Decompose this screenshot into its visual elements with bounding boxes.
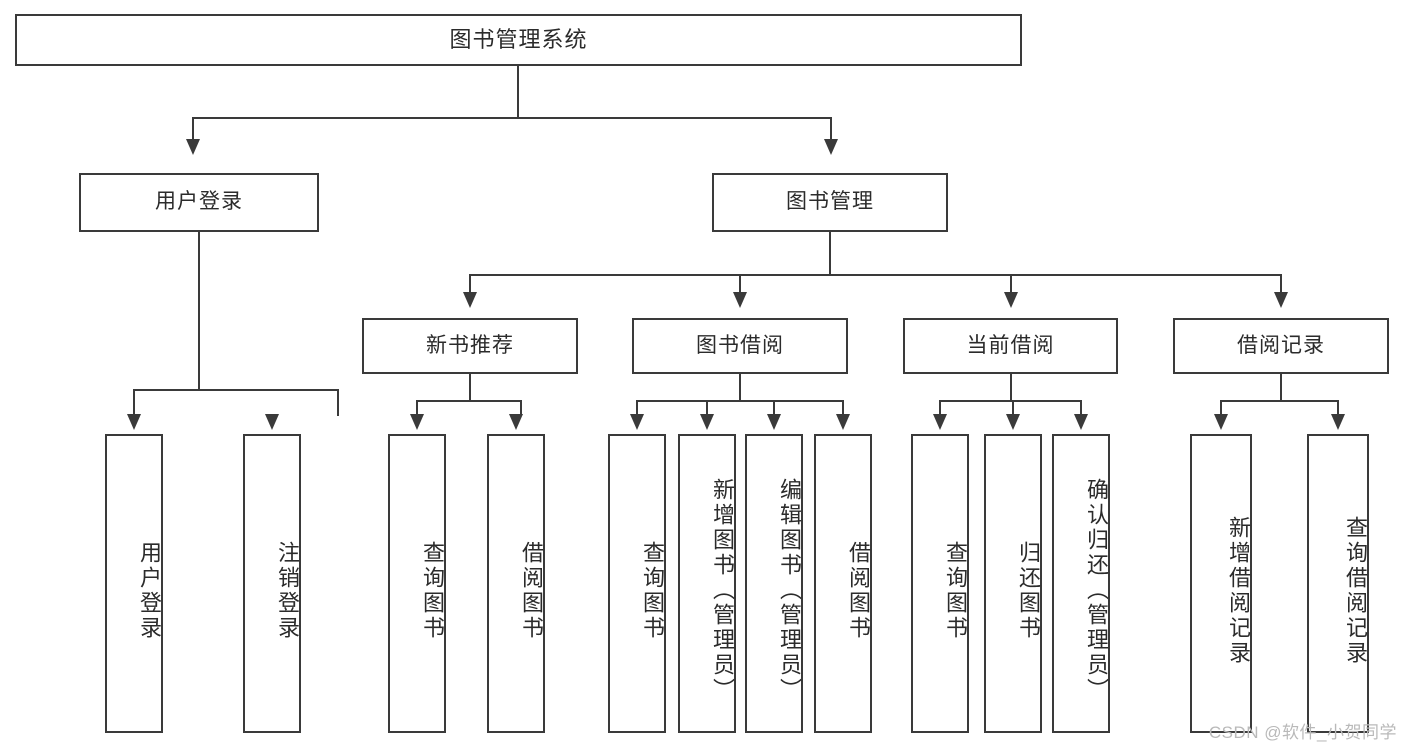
connector-borrow-drop-3 [773,400,775,416]
node-label: 新增图书（管理员） [710,478,735,703]
arrow-to-leaf-logout [265,414,279,430]
arrow-to-leaf-add-book [700,414,714,430]
connector-borrow-drop-4 [842,400,844,416]
connector-user-login-bus [133,389,339,391]
connector-book-management-stem [829,232,831,274]
node-label: 用户登录 [155,190,243,214]
node-label: 用户登录 [137,540,162,641]
arrow-to-current-borrow [1004,292,1018,308]
connector-borrow-bus [636,400,843,402]
arrow-to-book-management [824,139,838,155]
node-user-login[interactable]: 用户登录 [79,173,319,232]
node-leaf-query-book-recommend[interactable]: 查询图书 [388,434,446,733]
connector-user-login-drop-1 [133,389,135,416]
node-label: 注销登录 [275,540,300,641]
node-leaf-query-book-borrow[interactable]: 查询图书 [608,434,666,733]
connector-book-management-bus [469,274,1281,276]
arrow-to-new-book-recommend [463,292,477,308]
node-leaf-query-book-current[interactable]: 查询图书 [911,434,969,733]
connector-record-drop-1 [1220,400,1222,416]
node-label: 图书管理系统 [449,27,588,53]
connector-borrow-stem [739,374,741,400]
connector-borrow-drop-1 [636,400,638,416]
node-new-book-recommend[interactable]: 新书推荐 [362,318,578,374]
arrow-to-borrow-record [1274,292,1288,308]
node-leaf-confirm-return-admin[interactable]: 确认归还（管理员） [1052,434,1110,733]
arrow-to-leaf-borrow-book [836,414,850,430]
connector-bm-drop-1 [469,274,471,294]
arrow-to-leaf-query-book-borrow [630,414,644,430]
node-label: 新增借阅记录 [1226,515,1251,666]
node-leaf-query-borrow-record[interactable]: 查询借阅记录 [1307,434,1369,733]
connector-current-drop-2 [1012,400,1014,416]
connector-bm-drop-2 [739,274,741,294]
node-leaf-logout[interactable]: 注销登录 [243,434,301,733]
node-label: 归还图书 [1016,540,1041,641]
node-label: 当前借阅 [966,333,1055,357]
arrow-to-leaf-query-book-recommend [410,414,424,430]
connector-recommend-bus [416,400,522,402]
connector-recommend-drop-2 [520,400,522,416]
connector-record-drop-2 [1337,400,1339,416]
node-root-book-management-system[interactable]: 图书管理系统 [15,14,1022,66]
arrow-to-leaf-edit-book [767,414,781,430]
node-label: 查询借阅记录 [1343,515,1368,666]
connector-current-stem [1010,374,1012,400]
node-label: 图书借阅 [696,333,784,357]
arrow-to-leaf-query-book-current [933,414,947,430]
arrow-to-book-borrow [733,292,747,308]
arrow-to-leaf-borrow-book-recommend [509,414,523,430]
connector-record-bus [1220,400,1338,402]
node-book-management[interactable]: 图书管理 [712,173,948,232]
node-label: 借阅记录 [1237,333,1325,357]
node-label: 编辑图书（管理员） [777,478,802,703]
connector-user-login-stem [198,232,200,389]
node-label: 借阅图书 [846,540,871,641]
connector-current-drop-1 [939,400,941,416]
connector-root-to-book-management [830,117,832,141]
node-leaf-user-login[interactable]: 用户登录 [105,434,163,733]
connector-current-drop-3 [1080,400,1082,416]
connector-record-stem [1280,374,1282,400]
node-label: 查询图书 [420,540,445,641]
arrow-to-leaf-user-login [127,414,141,430]
node-leaf-add-book-admin[interactable]: 新增图书（管理员） [678,434,736,733]
connector-user-login-drop-2 [337,389,339,416]
connector-root-to-user-login [192,117,194,141]
node-current-borrow[interactable]: 当前借阅 [903,318,1118,374]
node-leaf-borrow-book[interactable]: 借阅图书 [814,434,872,733]
arrow-to-user-login [186,139,200,155]
connector-bm-drop-3 [1010,274,1012,294]
node-leaf-return-book[interactable]: 归还图书 [984,434,1042,733]
node-borrow-record[interactable]: 借阅记录 [1173,318,1389,374]
arrow-to-leaf-query-record [1331,414,1345,430]
arrow-to-leaf-return-book [1006,414,1020,430]
node-book-borrow[interactable]: 图书借阅 [632,318,848,374]
arrow-to-leaf-add-record [1214,414,1228,430]
connector-current-bus [939,400,1081,402]
node-label: 确认归还（管理员） [1084,478,1109,703]
node-leaf-edit-book-admin[interactable]: 编辑图书（管理员） [745,434,803,733]
node-label: 新书推荐 [426,333,514,357]
connector-bm-drop-4 [1280,274,1282,294]
node-label: 查询图书 [943,540,968,641]
node-label: 借阅图书 [519,540,544,641]
node-leaf-borrow-book-recommend[interactable]: 借阅图书 [487,434,545,733]
connector-root-stem [517,66,519,117]
connector-root-bus [192,117,832,119]
node-label: 图书管理 [786,190,874,214]
connector-recommend-stem [469,374,471,400]
node-label: 查询图书 [640,540,665,641]
connector-recommend-drop-1 [416,400,418,416]
arrow-to-leaf-confirm-return [1074,414,1088,430]
connector-borrow-drop-2 [706,400,708,416]
node-leaf-add-borrow-record[interactable]: 新增借阅记录 [1190,434,1252,733]
